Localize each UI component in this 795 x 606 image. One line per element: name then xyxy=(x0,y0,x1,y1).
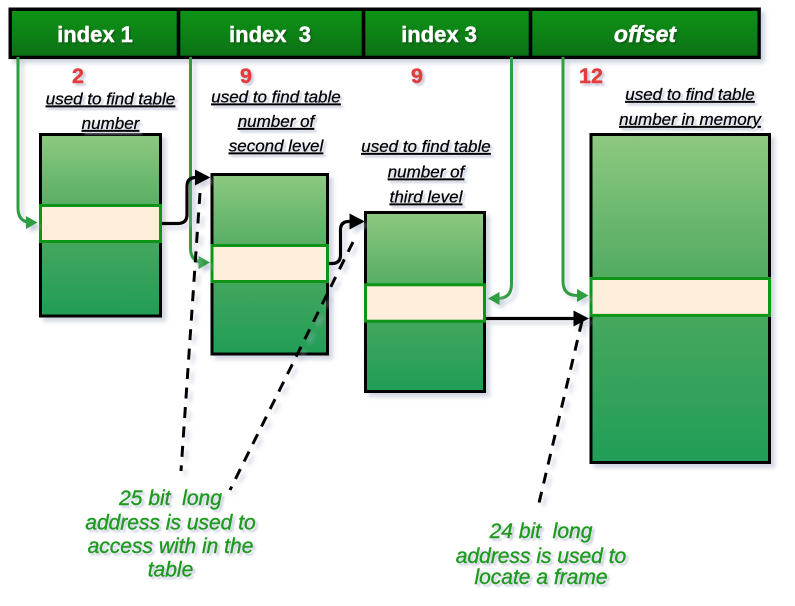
svg-text:2: 2 xyxy=(72,64,84,88)
svg-text:12: 12 xyxy=(579,64,603,88)
svg-text:address is used to: address is used to xyxy=(456,545,627,568)
svg-text:used to find table: used to find table xyxy=(625,85,754,104)
svg-text:locate a frame: locate a frame xyxy=(474,566,607,589)
svg-text:used to find table: used to find table xyxy=(46,90,175,109)
svg-text:used to find table: used to find table xyxy=(361,137,490,156)
svg-text:table: table xyxy=(148,559,194,582)
svg-text:third level: third level xyxy=(390,188,464,207)
svg-text:number of: number of xyxy=(238,112,317,131)
svg-text:offset: offset xyxy=(614,21,678,47)
svg-text:25 bit long: 25 bit long xyxy=(118,487,222,510)
svg-text:9: 9 xyxy=(411,64,423,88)
svg-text:index 3: index 3 xyxy=(229,22,311,47)
svg-text:access with in the: access with in the xyxy=(88,535,254,558)
svg-text:number in memory: number in memory xyxy=(619,110,762,129)
svg-text:index 3: index 3 xyxy=(401,22,477,47)
svg-text:24 bit long: 24 bit long xyxy=(489,520,593,543)
svg-text:number of: number of xyxy=(388,163,467,182)
svg-text:number: number xyxy=(82,114,141,133)
svg-text:second level: second level xyxy=(229,137,325,156)
svg-text:9: 9 xyxy=(240,64,252,88)
svg-text:index 1: index 1 xyxy=(57,22,133,47)
svg-text:address is used to: address is used to xyxy=(85,512,256,535)
svg-text:used to find table: used to find table xyxy=(211,88,340,107)
